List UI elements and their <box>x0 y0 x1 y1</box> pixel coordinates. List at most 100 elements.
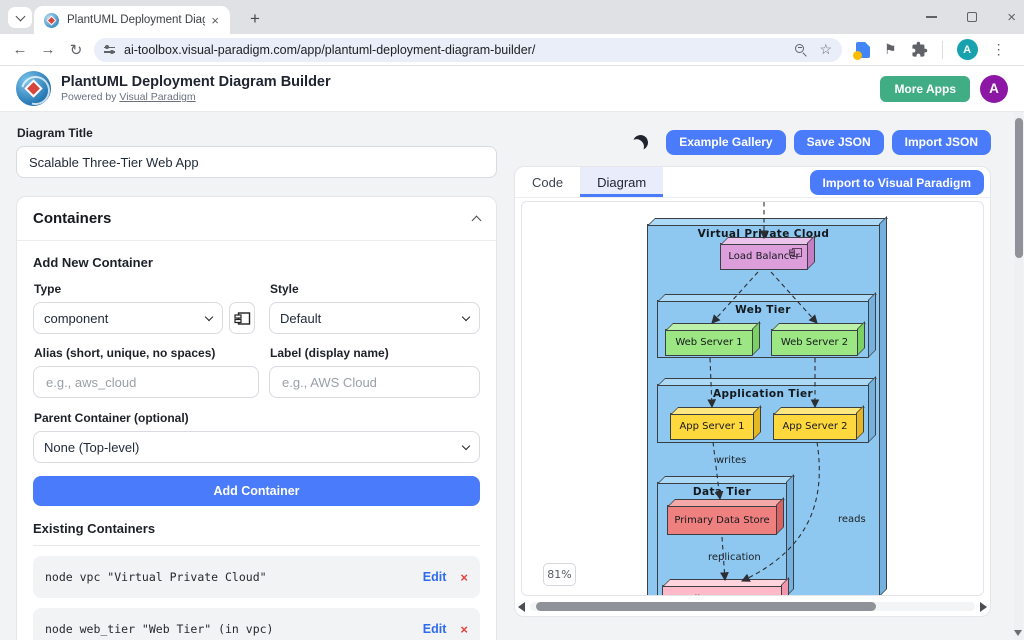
style-select[interactable]: Default <box>269 302 480 334</box>
scrollbar-thumb[interactable] <box>536 602 876 611</box>
display-name-input[interactable] <box>269 366 480 398</box>
node-app-server-2[interactable]: App Server 2 <box>773 413 857 440</box>
window-controls: × <box>926 0 1016 34</box>
node-replica-data-store-label: Replica Data Store <box>676 594 769 596</box>
type-value: component <box>44 310 109 326</box>
tab-strip: PlantUML Deployment Diagram × + × <box>0 0 1024 34</box>
browser-profile-avatar[interactable]: A <box>956 39 978 60</box>
edge-label-replication: replication <box>708 552 761 563</box>
diagram-title-label: Diagram Title <box>17 126 93 140</box>
node-app-server-1[interactable]: App Server 1 <box>670 413 754 440</box>
import-json-button[interactable]: Import JSON <box>891 129 991 155</box>
node-replica-data-store[interactable]: Replica Data Store <box>662 585 782 596</box>
node-load-balancer-label: Load Balancer <box>728 251 800 262</box>
window-maximize-icon[interactable] <box>967 12 978 22</box>
window-minimize-icon[interactable] <box>926 16 938 18</box>
page-scrollbar-track[interactable] <box>1014 112 1023 640</box>
left-panel: Diagram Title Containers Add New Contain… <box>16 126 497 640</box>
tab-code[interactable]: Code <box>532 174 564 190</box>
visual-paradigm-link[interactable]: Visual Paradigm <box>119 91 196 103</box>
style-label: Style <box>270 282 299 296</box>
new-tab-button[interactable]: + <box>250 9 260 28</box>
parent-container-value: None (Top-level) <box>44 439 140 455</box>
style-value: Default <box>280 310 322 326</box>
container-row: node vpc "Virtual Private Cloud" Edit × <box>33 556 480 598</box>
node-data-tier-label: Data Tier <box>692 486 752 498</box>
delete-icon[interactable]: × <box>460 621 468 637</box>
alias-input[interactable] <box>33 366 259 398</box>
node-web-server-1-label: Web Server 1 <box>675 337 743 348</box>
add-new-container-title: Add New Container <box>33 255 153 270</box>
tab-search-button[interactable] <box>8 7 32 28</box>
example-gallery-button[interactable]: Example Gallery <box>666 129 786 155</box>
node-primary-data-store[interactable]: Primary Data Store <box>667 505 777 535</box>
type-select[interactable]: component <box>33 302 223 334</box>
existing-containers-title: Existing Containers <box>33 521 480 546</box>
user-avatar[interactable]: A <box>980 74 1008 103</box>
display-name-label: Label (display name) <box>270 346 389 360</box>
tab-title: PlantUML Deployment Diagram <box>67 14 205 26</box>
collapse-chevron-icon[interactable] <box>471 215 482 226</box>
url-text[interactable]: ai-toolbox.visual-paradigm.com/app/plant… <box>124 42 536 57</box>
more-apps-button[interactable]: More Apps <box>880 75 970 102</box>
scroll-right-arrow-icon[interactable] <box>980 601 987 612</box>
edge-label-reads: reads <box>838 514 866 525</box>
dark-mode-moon-icon[interactable] <box>632 133 650 151</box>
forward-icon[interactable]: → <box>40 41 56 58</box>
browser-toolbar: ← → ↻ ai-toolbox.visual-paradigm.com/app… <box>0 34 1024 66</box>
back-icon[interactable]: ← <box>12 41 28 58</box>
node-app-server-2-label: App Server 2 <box>782 421 848 432</box>
chevron-down-icon <box>461 312 471 321</box>
tab-diagram[interactable]: Diagram <box>580 167 664 197</box>
password-manager-icon[interactable] <box>853 41 870 60</box>
add-container-button[interactable]: Add Container <box>33 476 480 506</box>
container-code: node vpc "Virtual Private Cloud" <box>45 570 267 584</box>
component-shape-button[interactable] <box>229 302 255 334</box>
powered-by-text: Powered by <box>61 91 117 103</box>
toolbar-extensions: ⚑ A ⋮ <box>853 39 1016 60</box>
browser-menu-icon[interactable]: ⋮ <box>991 41 1006 57</box>
flag-icon[interactable]: ⚑ <box>884 41 897 57</box>
chevron-down-icon <box>461 441 471 450</box>
delete-icon[interactable]: × <box>460 569 468 585</box>
component-icon <box>789 248 802 257</box>
browser-tab[interactable]: PlantUML Deployment Diagram × <box>34 6 230 34</box>
tab-close-icon[interactable]: × <box>211 12 219 28</box>
diagram-card: Code Diagram Import to Visual Paradigm V… <box>514 166 991 617</box>
edit-link[interactable]: Edit <box>422 622 447 636</box>
parent-container-select[interactable]: None (Top-level) <box>33 431 480 463</box>
import-to-visual-paradigm-button[interactable]: Import to Visual Paradigm <box>809 170 984 195</box>
save-json-button[interactable]: Save JSON <box>793 129 884 155</box>
chevron-down-icon <box>15 11 25 21</box>
diagram-canvas[interactable]: Virtual Private Cloud Load Balancer Web … <box>521 201 984 596</box>
extensions-puzzle-icon[interactable] <box>911 41 928 58</box>
visual-paradigm-logo <box>16 71 51 106</box>
window-close-icon[interactable]: × <box>1007 8 1016 26</box>
containers-card: Containers Add New Container Type compon… <box>16 196 497 640</box>
toolbar-divider <box>941 40 943 59</box>
chevron-down-icon <box>204 312 214 321</box>
type-label: Type <box>34 282 62 296</box>
node-application-tier-label: Application Tier <box>712 388 814 400</box>
refresh-icon[interactable]: ↻ <box>69 41 83 59</box>
diagram-title-input[interactable] <box>16 146 497 178</box>
site-settings-icon[interactable] <box>104 45 115 53</box>
container-code: node web_tier "Web Tier" (in vpc) <box>45 622 274 636</box>
node-web-server-2[interactable]: Web Server 2 <box>771 329 858 356</box>
zoom-out-icon[interactable] <box>795 43 808 58</box>
node-web-server-1[interactable]: Web Server 1 <box>665 329 753 356</box>
node-load-balancer[interactable]: Load Balancer <box>720 243 808 270</box>
edge-label-writes: writes <box>716 455 747 466</box>
alias-label: Alias (short, unique, no spaces) <box>34 346 216 360</box>
url-bar[interactable]: ai-toolbox.visual-paradigm.com/app/plant… <box>94 37 842 62</box>
component-icon <box>233 311 250 325</box>
node-primary-data-store-label: Primary Data Store <box>674 514 770 526</box>
scrollbar-track[interactable] <box>530 602 975 611</box>
bookmark-star-icon[interactable]: ☆ <box>819 41 832 57</box>
page-scroll-down-arrow-icon[interactable] <box>1014 630 1022 636</box>
page-scrollbar-thumb[interactable] <box>1015 118 1023 258</box>
scroll-left-arrow-icon[interactable] <box>518 601 525 612</box>
edit-link[interactable]: Edit <box>422 570 447 584</box>
horizontal-scrollbar[interactable] <box>518 600 987 613</box>
containers-section-title: Containers <box>33 210 112 227</box>
